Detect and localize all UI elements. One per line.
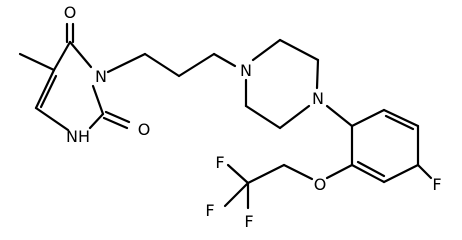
atom-label-o-carbonyl: O: [138, 120, 151, 139]
bond: [350, 163, 386, 184]
bond: [226, 163, 250, 185]
bond: [52, 40, 72, 72]
bond: [212, 52, 237, 68]
bond: [416, 163, 433, 180]
bond: [104, 110, 131, 124]
bond: [350, 108, 386, 128]
bond: [68, 40, 93, 69]
bond: [384, 114, 415, 131]
atom-label-f-3: F: [244, 212, 253, 231]
atom-label-n-piperazine-left: N: [240, 61, 252, 80]
bond: [246, 163, 286, 185]
atom-label-o-ether: O: [314, 175, 327, 194]
bond: [325, 163, 354, 180]
bond: [382, 108, 420, 128]
bond: [356, 160, 386, 178]
bond: [315, 58, 320, 90]
bond: [34, 68, 56, 110]
bond: [143, 52, 181, 78]
atom-label-nh: NH: [66, 127, 90, 146]
bond: [91, 84, 105, 116]
bond: [18, 52, 56, 72]
atom-label-o-top: O: [64, 3, 77, 22]
bond: [244, 104, 282, 130]
bond-group: [18, 22, 433, 210]
atom-label-group: O N O NH N N F O F F F: [64, 3, 442, 231]
bond: [382, 163, 420, 184]
bond: [88, 112, 105, 130]
atom-label-f-1: F: [215, 153, 224, 172]
bond: [223, 181, 250, 208]
bond: [106, 52, 147, 74]
atom-label-n3: N: [95, 67, 107, 86]
bond: [251, 38, 282, 62]
bond: [34, 106, 70, 132]
bond: [278, 104, 311, 130]
bond: [177, 52, 216, 78]
bond: [278, 38, 320, 62]
atom-label-f-2: F: [205, 201, 214, 220]
bond: [325, 104, 354, 128]
bond: [102, 116, 129, 130]
bond: [282, 163, 314, 181]
atom-label-f-aryl: F: [432, 175, 441, 194]
atom-label-n-piperazine-right: N: [312, 89, 324, 108]
bond: [39, 74, 58, 109]
